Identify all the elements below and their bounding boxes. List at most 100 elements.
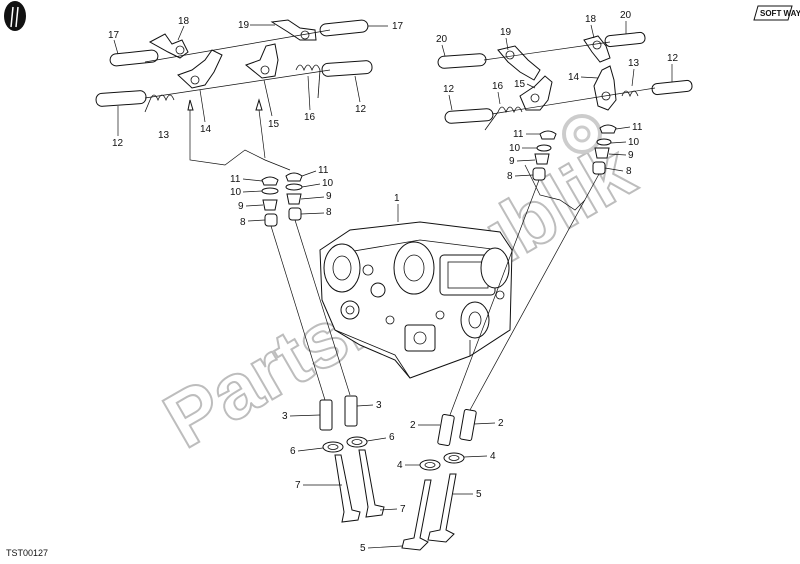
rocker-arm	[177, 49, 223, 89]
callout-10: 10	[628, 137, 640, 148]
rocker-arm	[244, 43, 279, 79]
callout-16: 16	[492, 81, 504, 92]
callout-5: 5	[360, 543, 366, 554]
callout-12: 12	[443, 84, 455, 95]
rocker-shaft	[95, 90, 147, 107]
spring-retainer	[285, 183, 303, 191]
rocker-shaft	[319, 19, 369, 37]
valve-collet	[286, 193, 302, 205]
shim-cap	[288, 207, 302, 221]
diagram-code: TST00127	[6, 548, 48, 558]
callout-19: 19	[500, 27, 512, 38]
brand-logo: SOFT WAY	[753, 5, 800, 21]
cylinder-head	[319, 221, 513, 379]
valve-seat-ring	[443, 452, 465, 464]
callout-20: 20	[436, 34, 448, 45]
arrow-icon	[255, 98, 263, 111]
left-rocker-assembly	[95, 19, 373, 171]
rocker-shaft	[444, 108, 494, 124]
torsion-spring	[621, 90, 639, 98]
callout-8: 8	[507, 171, 513, 182]
shim-cap	[532, 167, 546, 181]
torsion-spring	[497, 106, 523, 114]
callout-6: 6	[389, 432, 395, 443]
valve-cotter	[539, 130, 557, 140]
right-valve-train	[401, 124, 617, 551]
rocker-arm	[148, 33, 189, 59]
intake-valve	[358, 449, 385, 518]
spring-retainer	[536, 144, 552, 152]
spring-retainer	[261, 187, 279, 195]
gear-icon	[562, 114, 602, 154]
callout-4: 4	[397, 460, 403, 471]
callout-11: 11	[230, 174, 241, 185]
callout-11: 11	[318, 165, 329, 176]
valve-guide	[344, 395, 358, 427]
valve-seat-ring	[346, 436, 368, 448]
callout-15: 15	[514, 79, 526, 90]
rocker-shaft	[321, 60, 373, 77]
callout-17: 17	[392, 21, 404, 32]
callout-labels: 17 18 19 17 12 13 14 15 16 12 11 10 9 8 …	[108, 10, 679, 554]
valve-collet	[594, 147, 610, 159]
valve-cotter	[285, 172, 303, 182]
callout-6: 6	[290, 446, 296, 457]
callout-14: 14	[200, 124, 212, 135]
callout-20: 20	[620, 10, 632, 21]
valve-cotter	[599, 124, 617, 134]
rocker-arm	[270, 19, 317, 41]
callout-10: 10	[322, 178, 334, 189]
rocker-shaft	[109, 49, 159, 67]
callout-9: 9	[238, 201, 244, 212]
right-rocker-assembly	[437, 31, 693, 211]
callout-7: 7	[295, 480, 301, 491]
callout-13: 13	[628, 58, 640, 69]
callout-8: 8	[240, 217, 246, 228]
valve-seat-ring	[419, 459, 441, 471]
arrow-icon	[187, 99, 194, 111]
callout-15: 15	[268, 119, 280, 130]
callout-18: 18	[178, 16, 190, 27]
callout-18: 18	[585, 14, 597, 25]
callout-8: 8	[326, 207, 332, 218]
callout-11: 11	[513, 129, 524, 140]
callout-10: 10	[509, 143, 521, 154]
callout-7: 7	[400, 504, 406, 515]
callout-12: 12	[112, 138, 124, 149]
rocker-arm	[519, 75, 553, 111]
rocker-shaft	[651, 79, 693, 96]
spring-retainer	[596, 138, 612, 146]
rocker-shaft	[604, 31, 646, 48]
exhaust-valve	[427, 473, 457, 543]
callout-19: 19	[238, 20, 250, 31]
callout-3: 3	[376, 400, 382, 411]
callout-8: 8	[626, 166, 632, 177]
rocker-shaft	[437, 53, 487, 69]
callout-16: 16	[304, 112, 316, 123]
callout-2: 2	[410, 420, 416, 431]
callout-12: 12	[355, 104, 367, 115]
valve-seat-ring	[322, 441, 344, 453]
callout-11: 11	[632, 122, 643, 133]
intake-valve	[334, 454, 361, 523]
callout-4: 4	[490, 451, 496, 462]
valve-guide	[459, 409, 477, 441]
callout-9: 9	[509, 156, 515, 167]
shim-cap	[592, 161, 606, 175]
exhaust-valve	[401, 479, 432, 551]
callout-5: 5	[476, 489, 482, 500]
corner-badge-icon	[4, 1, 26, 31]
callout-13: 13	[158, 130, 170, 141]
callout-9: 9	[326, 191, 332, 202]
callout-14: 14	[568, 72, 580, 83]
torsion-spring	[295, 64, 321, 72]
shim-cap	[264, 213, 278, 227]
callout-10: 10	[230, 187, 242, 198]
rocker-arm	[593, 65, 617, 111]
callout-2: 2	[498, 418, 504, 429]
valve-cotter	[261, 176, 279, 186]
callout-9: 9	[628, 150, 634, 161]
brand-logo-text: SOFT WAY	[760, 9, 800, 18]
valve-collet	[262, 199, 278, 211]
